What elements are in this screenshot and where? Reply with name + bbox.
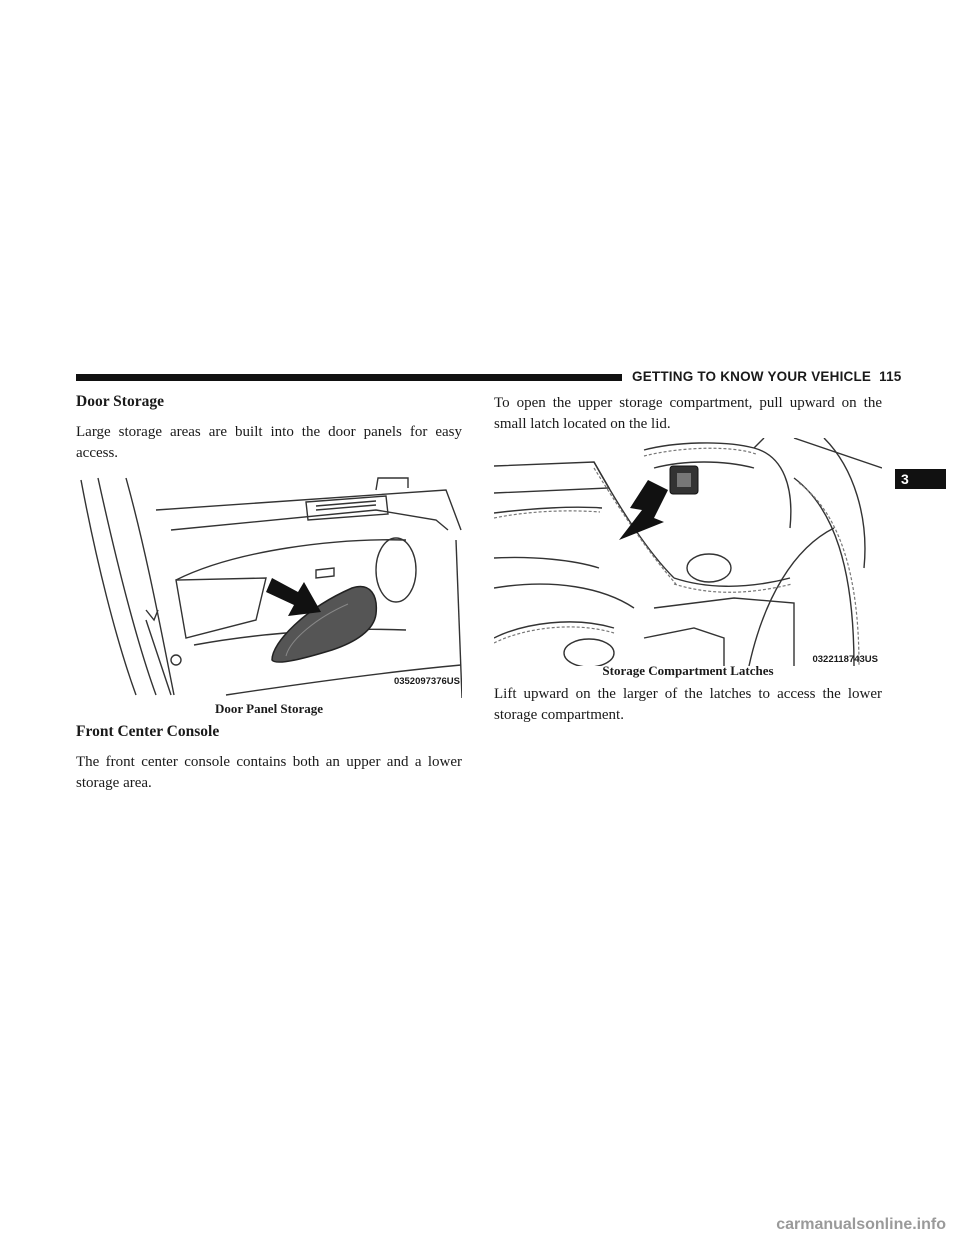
right-column: To open the upper storage compartment, p… — [494, 393, 882, 726]
console-illustration — [494, 438, 882, 666]
watermark: carmanualsonline.info — [776, 1216, 946, 1233]
running-header: GETTING TO KNOW YOUR VEHICLE 115 — [632, 369, 902, 384]
door-storage-heading: Door Storage — [76, 393, 164, 410]
front-center-console-paragraph: The front center console contains both a… — [76, 754, 462, 791]
upper-latch-paragraph: To open the upper storage compartment, p… — [494, 395, 882, 432]
left-column: Door Storage Large storage areas are bui… — [76, 393, 462, 794]
door-panel-illustration — [80, 477, 462, 698]
figure-caption: Door Panel Storage — [214, 701, 324, 716]
header-rule — [76, 374, 622, 381]
section-title: GETTING TO KNOW YOUR VEHICLE — [632, 369, 872, 384]
lower-latch-paragraph: Lift upward on the larger of the latches… — [494, 686, 882, 723]
figure-caption: Storage Compartment Latches — [602, 663, 774, 678]
door-panel-figure: 0352097376US — [76, 470, 462, 698]
chapter-tab: 3 — [895, 469, 946, 489]
figure-code: 0322118743US — [812, 654, 878, 665]
console-figure: 0322118743US — [494, 438, 882, 666]
page-number: 115 — [879, 369, 902, 384]
figure-code: 0352097376US — [393, 676, 460, 687]
front-center-console-heading: Front Center Console — [76, 723, 220, 740]
door-storage-paragraph: Large storage areas are built into the d… — [76, 424, 462, 461]
